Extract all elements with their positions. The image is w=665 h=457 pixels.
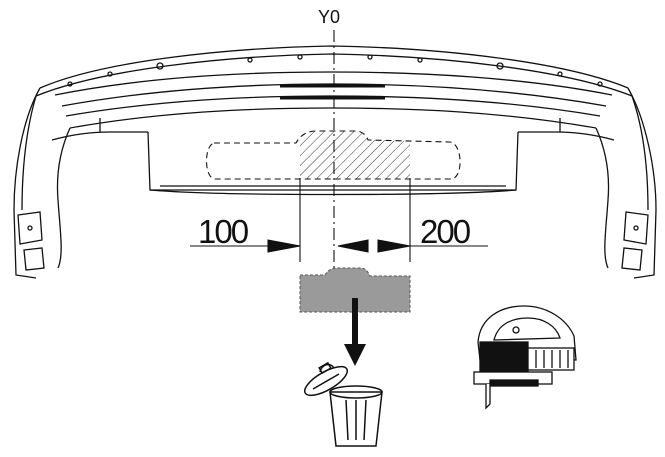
cut-out-piece (299, 267, 411, 313)
cut-area (205, 130, 461, 180)
dimension-right-label: 200 (420, 213, 471, 250)
trash-bin-icon (303, 361, 383, 447)
dimension-left-label: 100 (198, 213, 249, 250)
down-arrow-icon (344, 298, 366, 366)
cut-area-hatch (300, 131, 410, 179)
jigsaw-icon (473, 305, 577, 410)
axis-label: Y0 (318, 7, 340, 27)
bumper-outline (13, 45, 657, 279)
dimension-lines (190, 178, 488, 262)
